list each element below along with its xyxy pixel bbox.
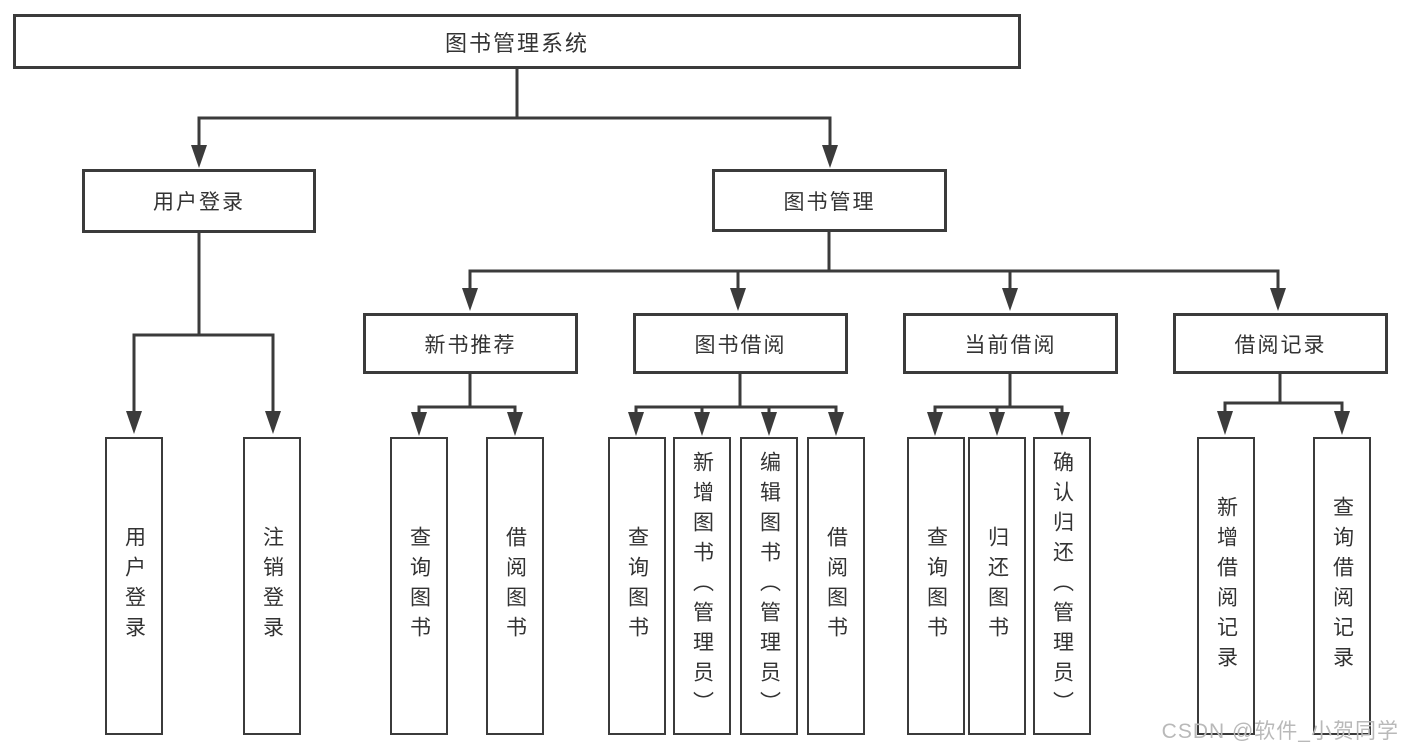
node-label: 新书推荐: [424, 333, 517, 357]
connector-book-borrow-branch: [628, 373, 844, 436]
arrowhead-icon: [1054, 412, 1070, 436]
node-book-management: 图书管理: [712, 169, 947, 232]
node-label: 图书借阅: [694, 333, 787, 357]
leaf-query-book: 查询图书: [390, 437, 448, 735]
leaf-query-borrow-record: 查询借阅记录: [1313, 437, 1371, 735]
node-label: 图书管理: [783, 190, 876, 214]
csdn-watermark: CSDN @软件_小贺同学: [1161, 720, 1399, 743]
node-library-management-system: 图书管理系统: [13, 14, 1021, 69]
node-label: 查询借阅记录: [1330, 496, 1354, 676]
arrowhead-icon: [1334, 411, 1350, 435]
connector-book-management-branch: [462, 232, 1286, 311]
node-label: 归还图书: [985, 526, 1009, 646]
arrowhead-icon: [989, 412, 1005, 436]
node-label: 编辑图书（管理员）: [757, 451, 781, 721]
node-label: 查询图书: [625, 526, 649, 646]
connector-root-to-level2: [191, 69, 838, 168]
arrowhead-icon: [628, 412, 644, 436]
node-label: 借阅记录: [1234, 333, 1327, 357]
node-label: 注销登录: [260, 526, 284, 646]
arrowhead-icon: [1002, 288, 1018, 311]
arrowhead-icon: [694, 412, 710, 436]
leaf-logout: 注销登录: [243, 437, 301, 735]
node-label: 查询图书: [407, 526, 431, 646]
connector-new-book-branch: [411, 373, 523, 436]
node-label: 新增图书（管理员）: [690, 451, 714, 721]
leaf-edit-book-admin: 编辑图书（管理员）: [740, 437, 798, 735]
leaf-borrow-book: 借阅图书: [807, 437, 865, 735]
arrowhead-icon: [126, 411, 142, 434]
leaf-user-login: 用户登录: [105, 437, 163, 735]
leaf-add-borrow-record: 新增借阅记录: [1197, 437, 1255, 735]
node-new-book-recommend: 新书推荐: [363, 313, 578, 374]
connector-borrow-record-branch: [1217, 373, 1350, 435]
node-label: 用户登录: [153, 191, 245, 214]
leaf-borrow-book: 借阅图书: [486, 437, 544, 735]
node-label: 借阅图书: [503, 526, 527, 646]
node-label: 查询图书: [924, 526, 948, 646]
connector-user-login-branch: [126, 232, 281, 434]
node-label: 确认归还（管理员）: [1050, 451, 1074, 721]
arrowhead-icon: [761, 412, 777, 436]
arrowhead-icon: [822, 145, 838, 168]
arrowhead-icon: [507, 412, 523, 436]
node-label: 当前借阅: [964, 333, 1057, 357]
arrowhead-icon: [411, 412, 427, 436]
leaf-confirm-return-admin: 确认归还（管理员）: [1033, 437, 1091, 735]
arrowhead-icon: [927, 412, 943, 436]
arrowhead-icon: [462, 288, 478, 311]
arrowhead-icon: [730, 288, 746, 311]
node-borrow-record: 借阅记录: [1173, 313, 1388, 374]
node-user-login: 用户登录: [82, 169, 316, 233]
leaf-query-book: 查询图书: [907, 437, 965, 735]
node-label: 借阅图书: [824, 526, 848, 646]
arrowhead-icon: [1270, 288, 1286, 311]
arrowhead-icon: [1217, 411, 1233, 435]
node-label: 用户登录: [122, 526, 146, 646]
connector-current-borrow-branch: [927, 373, 1070, 436]
node-book-borrow: 图书借阅: [633, 313, 848, 374]
node-current-borrow: 当前借阅: [903, 313, 1118, 374]
leaf-query-book: 查询图书: [608, 437, 666, 735]
leaf-add-book-admin: 新增图书（管理员）: [673, 437, 731, 735]
arrowhead-icon: [191, 145, 207, 168]
node-label: 新增借阅记录: [1214, 496, 1238, 676]
arrowhead-icon: [265, 411, 281, 434]
leaf-return-book: 归还图书: [968, 437, 1026, 735]
arrowhead-icon: [828, 412, 844, 436]
node-label: 图书管理系统: [444, 30, 589, 56]
